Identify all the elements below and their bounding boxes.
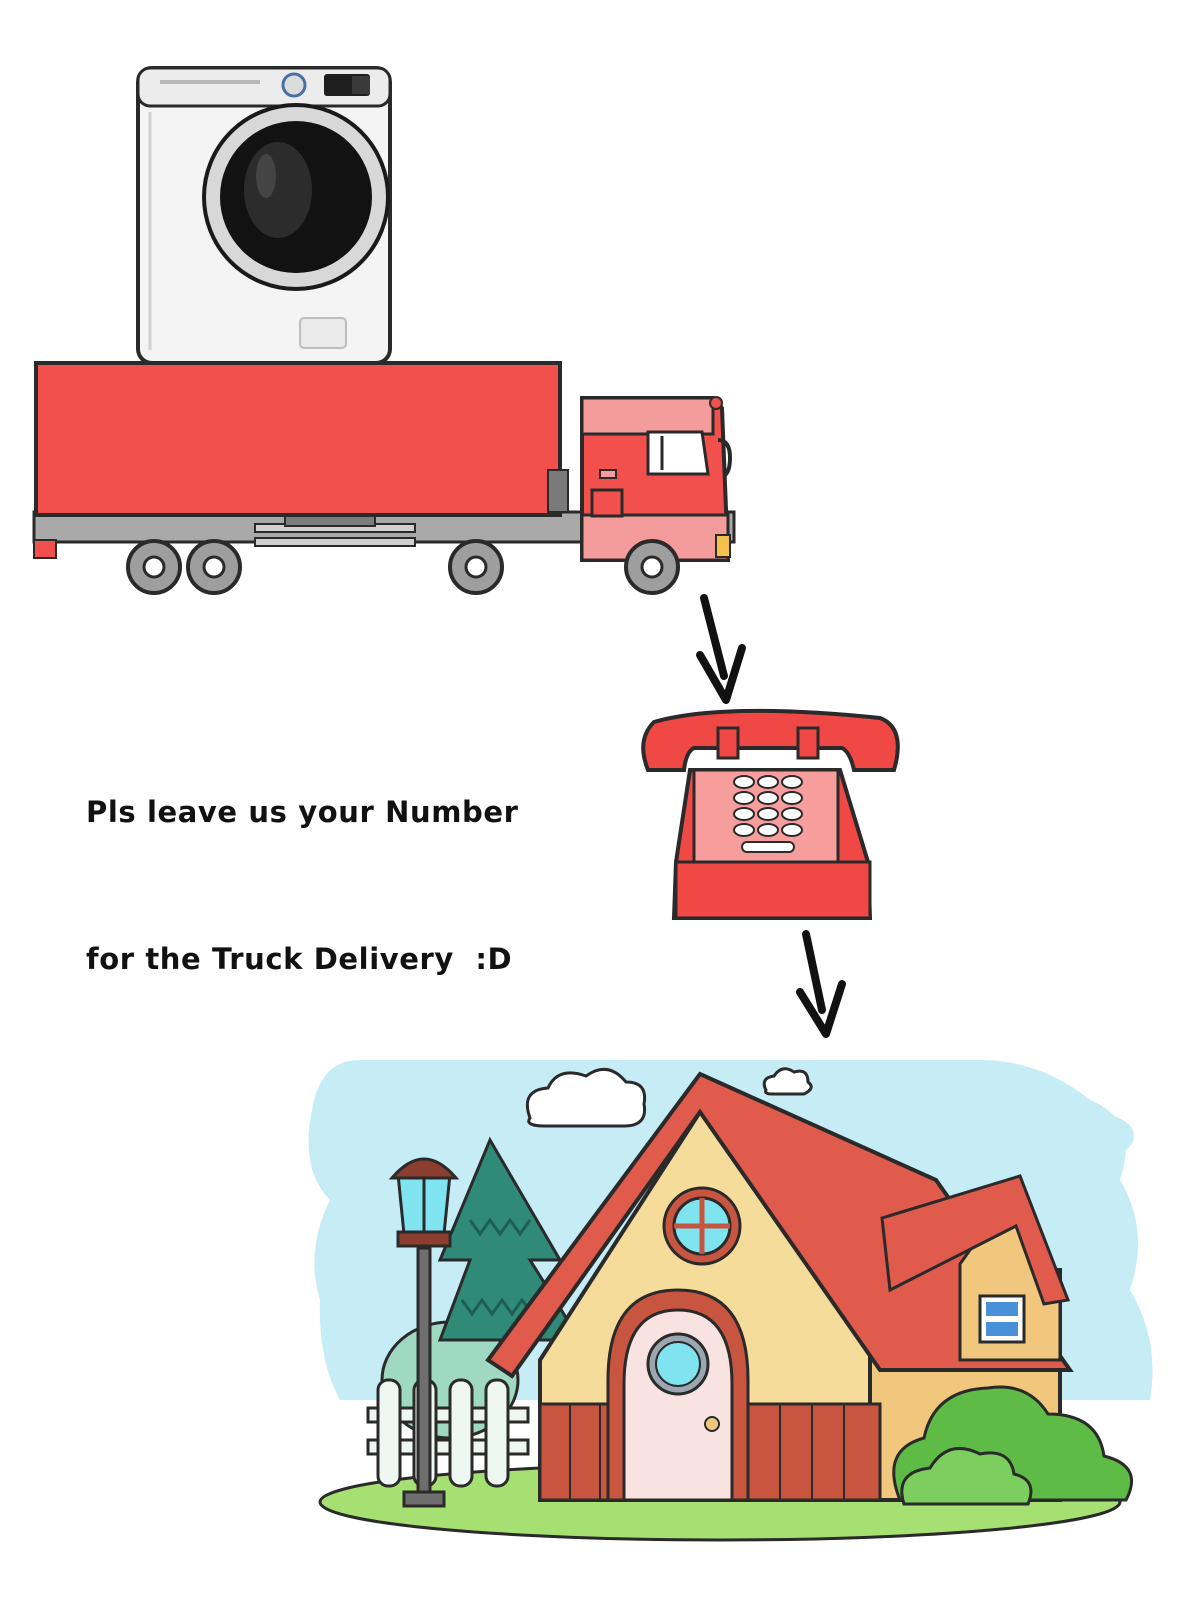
round-window xyxy=(662,1186,742,1266)
lamp-post-icon xyxy=(388,1157,460,1508)
cloud-icon xyxy=(525,1067,647,1128)
cloud-icon xyxy=(762,1067,813,1096)
caption-line-1: Pls leave us your Number xyxy=(86,795,519,829)
house-icon xyxy=(308,1060,1153,1542)
truck-icon xyxy=(32,361,736,595)
caption-text: Pls leave us your Number for the Truck D… xyxy=(86,690,556,1033)
fence xyxy=(366,1378,530,1488)
bush-icon xyxy=(892,1385,1134,1506)
door xyxy=(606,1288,750,1502)
telephone-icon xyxy=(641,708,900,920)
caption-line-2: for the Truck Delivery :D xyxy=(86,942,513,976)
arrow-down-icon xyxy=(696,594,746,704)
dial-buttons xyxy=(733,775,803,853)
dormer xyxy=(880,1174,1071,1362)
arrow-down-icon xyxy=(796,930,846,1038)
washing-machine-icon xyxy=(136,66,392,365)
truck-wheels xyxy=(126,539,680,595)
